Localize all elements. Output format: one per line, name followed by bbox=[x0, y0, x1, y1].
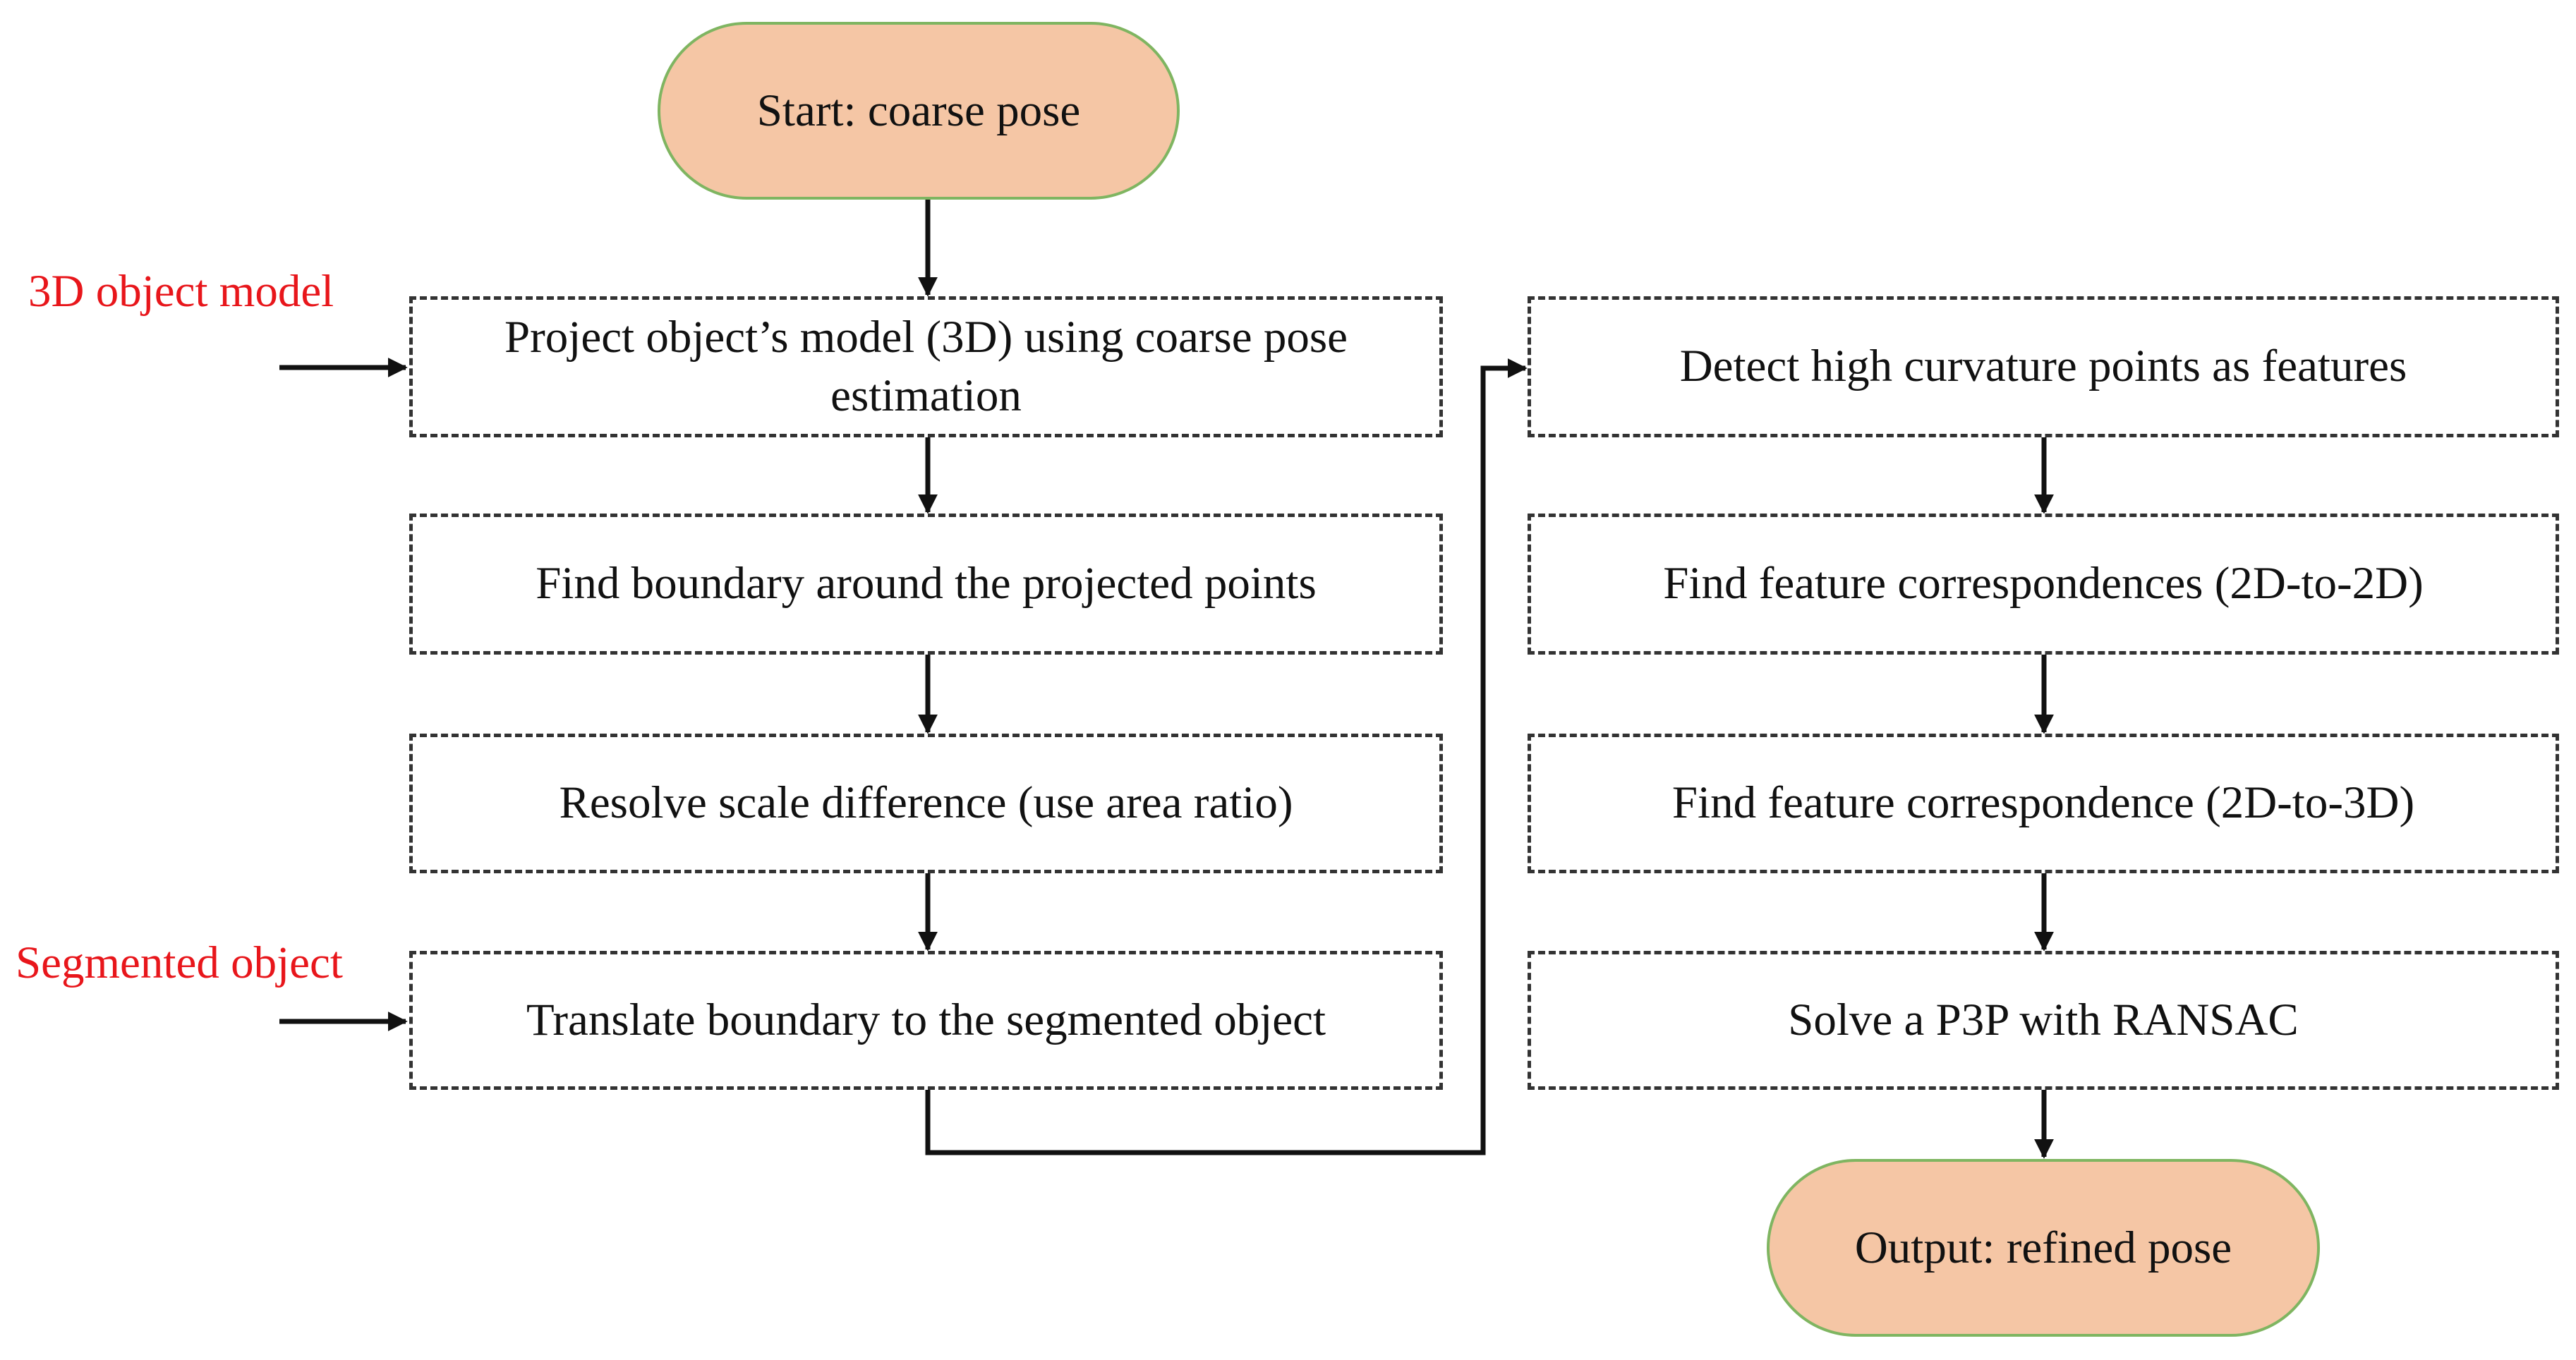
step-resolve-scale: Resolve scale difference (use area ratio… bbox=[409, 734, 1443, 873]
step-detect-curvature: Detect high curvature points as features bbox=[1528, 296, 2559, 437]
start-label: Start: coarse pose bbox=[756, 85, 1081, 136]
step-project-model-label: Project object’s model (3D) using coarse… bbox=[504, 311, 1348, 421]
input-model-label: 3D object model bbox=[28, 266, 334, 317]
step-solve-p3p-label: Solve a P3P with RANSAC bbox=[1788, 994, 2299, 1045]
step-solve-p3p: Solve a P3P with RANSAC bbox=[1528, 951, 2559, 1090]
step-resolve-scale-label: Resolve scale difference (use area ratio… bbox=[559, 777, 1293, 829]
step-detect-curvature-label: Detect high curvature points as features bbox=[1679, 341, 2407, 392]
output-label: Output: refined pose bbox=[1854, 1222, 2232, 1273]
output-terminal: Output: refined pose bbox=[1767, 1159, 2320, 1337]
step-translate-boundary-label: Translate boundary to the segmented obje… bbox=[526, 994, 1326, 1045]
input-segmented-label: Segmented object bbox=[16, 937, 343, 988]
step-feature-2d-3d-label: Find feature correspondence (2D-to-3D) bbox=[1671, 777, 2415, 829]
arrow-translate-to-detect bbox=[925, 358, 1528, 1155]
step-feature-2d-2d-label: Find feature correspondences (2D-to-2D) bbox=[1663, 558, 2424, 609]
step-find-boundary: Find boundary around the projected point… bbox=[409, 514, 1443, 655]
start-terminal: Start: coarse pose bbox=[658, 22, 1180, 200]
step-feature-2d-2d: Find feature correspondences (2D-to-2D) bbox=[1528, 514, 2559, 655]
step-translate-boundary: Translate boundary to the segmented obje… bbox=[409, 951, 1443, 1090]
step-project-model: Project object’s model (3D) using coarse… bbox=[409, 296, 1443, 437]
step-find-boundary-label: Find boundary around the projected point… bbox=[536, 558, 1317, 609]
step-feature-2d-3d: Find feature correspondence (2D-to-3D) bbox=[1528, 734, 2559, 873]
